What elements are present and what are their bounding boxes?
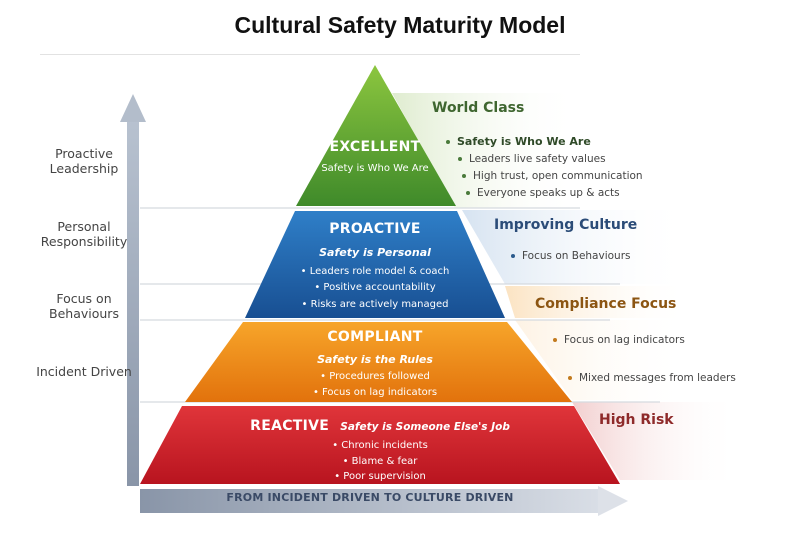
vertical-arrow-head — [120, 94, 146, 122]
page-title: Cultural Safety Maturity Model — [234, 12, 566, 38]
tier-excellent-subtitle: Safety is Who We Are — [321, 163, 429, 174]
bullet-dot — [446, 140, 450, 144]
tier-compliant-bullet: • Procedures followed — [320, 371, 430, 382]
band-world-class-item: High trust, open communication — [462, 170, 643, 182]
title-divider — [40, 54, 580, 55]
bullet-dot — [553, 338, 557, 342]
tier-proactive-bullet: • Leaders role model & coach — [300, 266, 450, 277]
band-high-risk — [572, 402, 740, 480]
tier-proactive-title: PROACTIVE — [329, 221, 421, 237]
bullet-dot — [568, 376, 572, 380]
band-world-class-item: Safety is Who We Are — [446, 135, 591, 148]
horizontal-arrow-shaft — [140, 489, 600, 513]
bottom-arrow-label: FROM INCIDENT DRIVEN TO CULTURE DRIVEN — [226, 491, 514, 504]
band-high-risk-title: High Risk — [599, 412, 674, 428]
side-label-personal-responsibility: Personal Responsibility — [40, 219, 128, 249]
tier-reactive-bullet: • Poor supervision — [334, 471, 426, 482]
tier-reactive-heading: REACTIVE Safety is Someone Else's Job — [230, 415, 530, 434]
tier-compliant-title: COMPLIANT — [327, 329, 423, 345]
band-compliance-focus — [505, 286, 690, 318]
side-label-incident-driven: Incident Driven — [36, 364, 132, 379]
band-compliance-focus-title: Compliance Focus — [535, 296, 677, 312]
side-label-proactive-leadership: Proactive Leadership — [49, 146, 119, 176]
tier-proactive-shape — [245, 211, 505, 318]
band-world-class — [392, 93, 580, 208]
horizontal-arrow-head — [598, 486, 628, 516]
bullet-dot — [466, 191, 470, 195]
band-world-class-item: Everyone speaks up & acts — [466, 187, 620, 199]
tier-reactive-title: REACTIVE — [250, 418, 330, 434]
band-world-class-title: World Class — [432, 100, 525, 116]
side-label-focus-on-behaviours: Focus on Behaviours — [49, 291, 119, 321]
tier-reactive-shape — [140, 406, 620, 484]
tier-reactive-bullet: • Blame & fear — [342, 456, 418, 467]
band-improving-culture-title: Improving Culture — [494, 217, 638, 233]
tier-excellent-shape — [296, 65, 456, 206]
band-improving-culture — [462, 210, 690, 284]
tier-compliant-bullet: • Focus on lag indicators — [312, 387, 438, 398]
bullet-dot — [511, 254, 515, 258]
tier-proactive-subtitle: Safety is Personal — [319, 246, 431, 259]
tier-proactive-bullet: • Risks are actively managed — [301, 299, 449, 310]
tier-reactive-subtitle: Safety is Someone Else's Job — [340, 421, 510, 433]
band-compliance-focus-item: Focus on lag indicators — [553, 334, 685, 346]
tier-proactive-bullet: • Positive accountability — [314, 282, 436, 293]
tier-excellent-title: EXCELLENT — [329, 139, 421, 155]
band-compliance-focus-lower — [515, 320, 690, 400]
band-improving-culture-item: Focus on Behaviours — [511, 250, 631, 262]
band-world-class-item: Leaders live safety values — [458, 153, 606, 165]
vertical-arrow-shaft — [127, 118, 139, 486]
tier-compliant-subtitle: Safety is the Rules — [317, 353, 433, 366]
tier-reactive-bullet: • Chronic incidents — [332, 440, 428, 451]
tier-compliant-shape — [185, 322, 572, 402]
band-compliance-focus-item: Mixed messages from leaders — [568, 372, 736, 384]
bullet-dot — [462, 174, 466, 178]
bullet-dot — [458, 157, 462, 161]
